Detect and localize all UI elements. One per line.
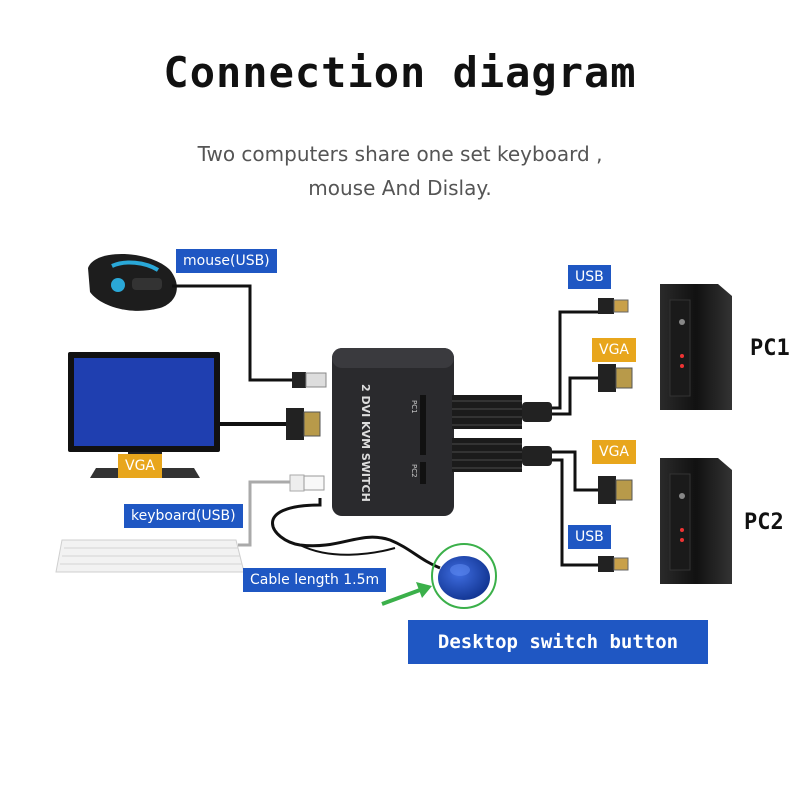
- label-mouse-usb: mouse(USB): [176, 249, 277, 273]
- label-cable-length: Cable length 1.5m: [243, 568, 387, 592]
- diagram-title: Connection diagram: [163, 48, 637, 97]
- pc2-usb-plug: [598, 556, 629, 572]
- pc2-usb-cable: [552, 458, 600, 567]
- desktop-switch-button-label: Desktop switch button: [408, 620, 708, 664]
- monitor-device: [68, 352, 220, 478]
- pc2-vga-cable: [552, 450, 600, 492]
- mouse-usb-plug: [292, 372, 327, 388]
- pc1-vga-cable: [552, 376, 600, 416]
- label-pc1-vga: VGA: [592, 338, 637, 362]
- pc1-label: PC1: [750, 336, 790, 361]
- pc2-vga-plug: [598, 476, 633, 504]
- label-pc1-usb: USB: [568, 265, 611, 289]
- pc2-label: PC2: [744, 510, 784, 535]
- label-pc2-usb: USB: [568, 525, 611, 549]
- kvm-switch-box: [332, 348, 454, 516]
- green-arrow-icon: [381, 582, 432, 606]
- mouse-device: [88, 253, 177, 311]
- keyboard-usb-plug: [289, 474, 325, 492]
- mouse-cable: [172, 284, 292, 382]
- pc1-tower: [660, 284, 732, 410]
- pc1-vga-plug: [598, 364, 633, 392]
- button-cable: [271, 498, 441, 570]
- desktop-switch-button-device: [431, 543, 497, 609]
- label-keyboard-usb: keyboard(USB): [124, 504, 243, 528]
- label-pc2-vga: VGA: [592, 440, 637, 464]
- kvm-switch-name: 2 DVI KVM SWITCH: [359, 384, 372, 502]
- pc1-usb-cable: [552, 310, 600, 410]
- subtitle-line-2: mouse And Dislay.: [308, 176, 492, 200]
- monitor-vga-plug: [286, 408, 321, 440]
- kvm-output-cable-2: [452, 438, 552, 472]
- kvm-output-cable-1: [452, 395, 552, 429]
- keyboard-device: [55, 539, 245, 573]
- pc1-usb-plug: [598, 298, 629, 314]
- label-monitor-vga: VGA: [118, 454, 163, 478]
- subtitle-line-1: Two computers share one set keyboard ,: [197, 142, 603, 166]
- pc2-tower: [660, 458, 732, 584]
- kvm-port-pc2-label: PC2: [410, 464, 418, 478]
- keyboard-cable: [238, 480, 290, 547]
- kvm-port-pc1-label: PC1: [410, 400, 418, 414]
